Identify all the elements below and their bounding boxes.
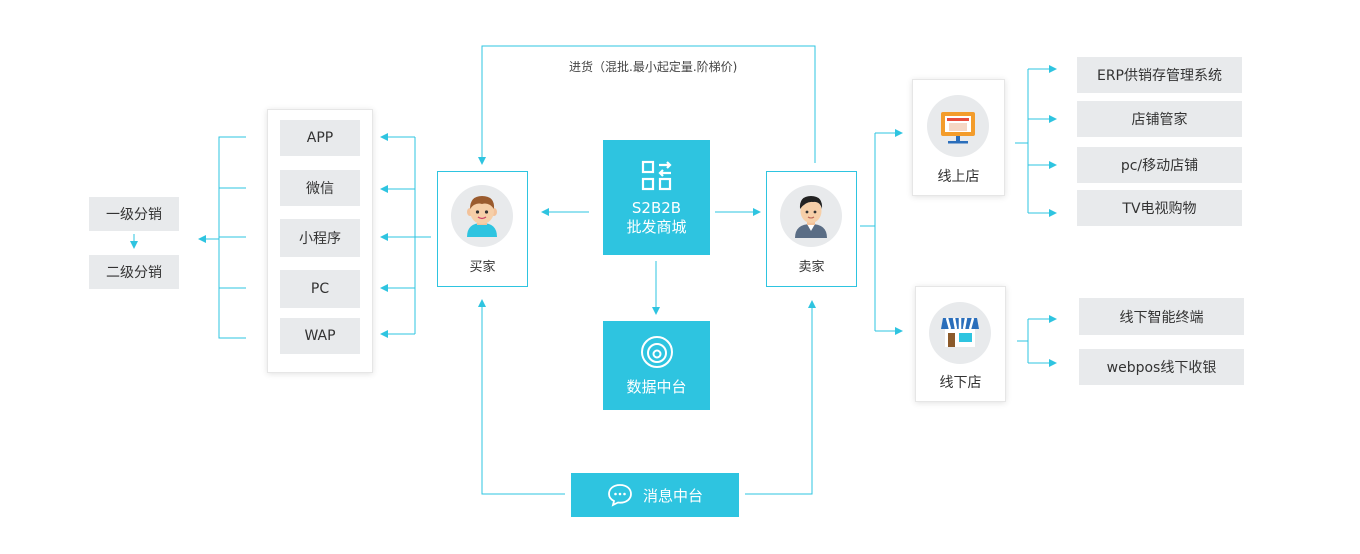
mall-title-line1: S2B2B	[631, 198, 682, 217]
buyer-avatar	[451, 185, 513, 247]
channel-wechat: 微信	[280, 170, 360, 206]
online-store-label: 线上店	[937, 169, 980, 185]
online-item-erp: ERP供销存管理系统	[1077, 57, 1242, 93]
data-center-node: 数据中台	[603, 321, 710, 410]
data-center-icon	[640, 336, 673, 368]
online-store-icon-bg	[927, 95, 989, 157]
offline-store-icon	[941, 317, 979, 347]
seller-avatar	[780, 185, 842, 247]
purchase-note: 进货（混批.最小起定量.阶梯价)	[569, 60, 738, 74]
offline-item-smart-terminal: 线下智能终端	[1079, 298, 1244, 335]
buyer-node: 买家	[437, 171, 528, 287]
seller-node: 卖家	[766, 171, 857, 287]
s2b2b-mall-node: S2B2B 批发商城	[603, 140, 710, 255]
online-item-shop-manager: 店铺管家	[1077, 101, 1242, 137]
channel-wap: WAP	[280, 318, 360, 354]
offline-store-icon-bg	[929, 302, 991, 364]
chat-icon	[608, 484, 632, 507]
mall-icon	[641, 160, 672, 190]
message-center-label: 消息中台	[642, 486, 703, 505]
channel-pc: PC	[280, 270, 360, 308]
seller-label: 卖家	[798, 260, 825, 275]
offline-store-label: 线下店	[939, 375, 982, 391]
online-store-node: 线上店	[912, 79, 1005, 196]
channel-mini-program: 小程序	[280, 219, 360, 257]
channel-app: APP	[280, 120, 360, 156]
data-center-label: 数据中台	[626, 378, 687, 396]
buyer-label: 买家	[469, 260, 496, 275]
first-level-distribution: 一级分销	[89, 197, 179, 231]
second-level-distribution: 二级分销	[89, 255, 179, 289]
mall-title-line2: 批发商城	[626, 217, 687, 236]
message-center-node: 消息中台	[571, 473, 739, 517]
offline-item-webpos: webpos线下收银	[1079, 349, 1244, 385]
online-store-icon	[941, 112, 975, 144]
online-item-tv-shopping: TV电视购物	[1077, 190, 1242, 226]
buyer-icon	[467, 196, 497, 237]
online-item-pc-mobile-shop: pc/移动店铺	[1077, 147, 1242, 183]
offline-store-node: 线下店	[915, 286, 1006, 402]
seller-icon	[795, 196, 827, 238]
